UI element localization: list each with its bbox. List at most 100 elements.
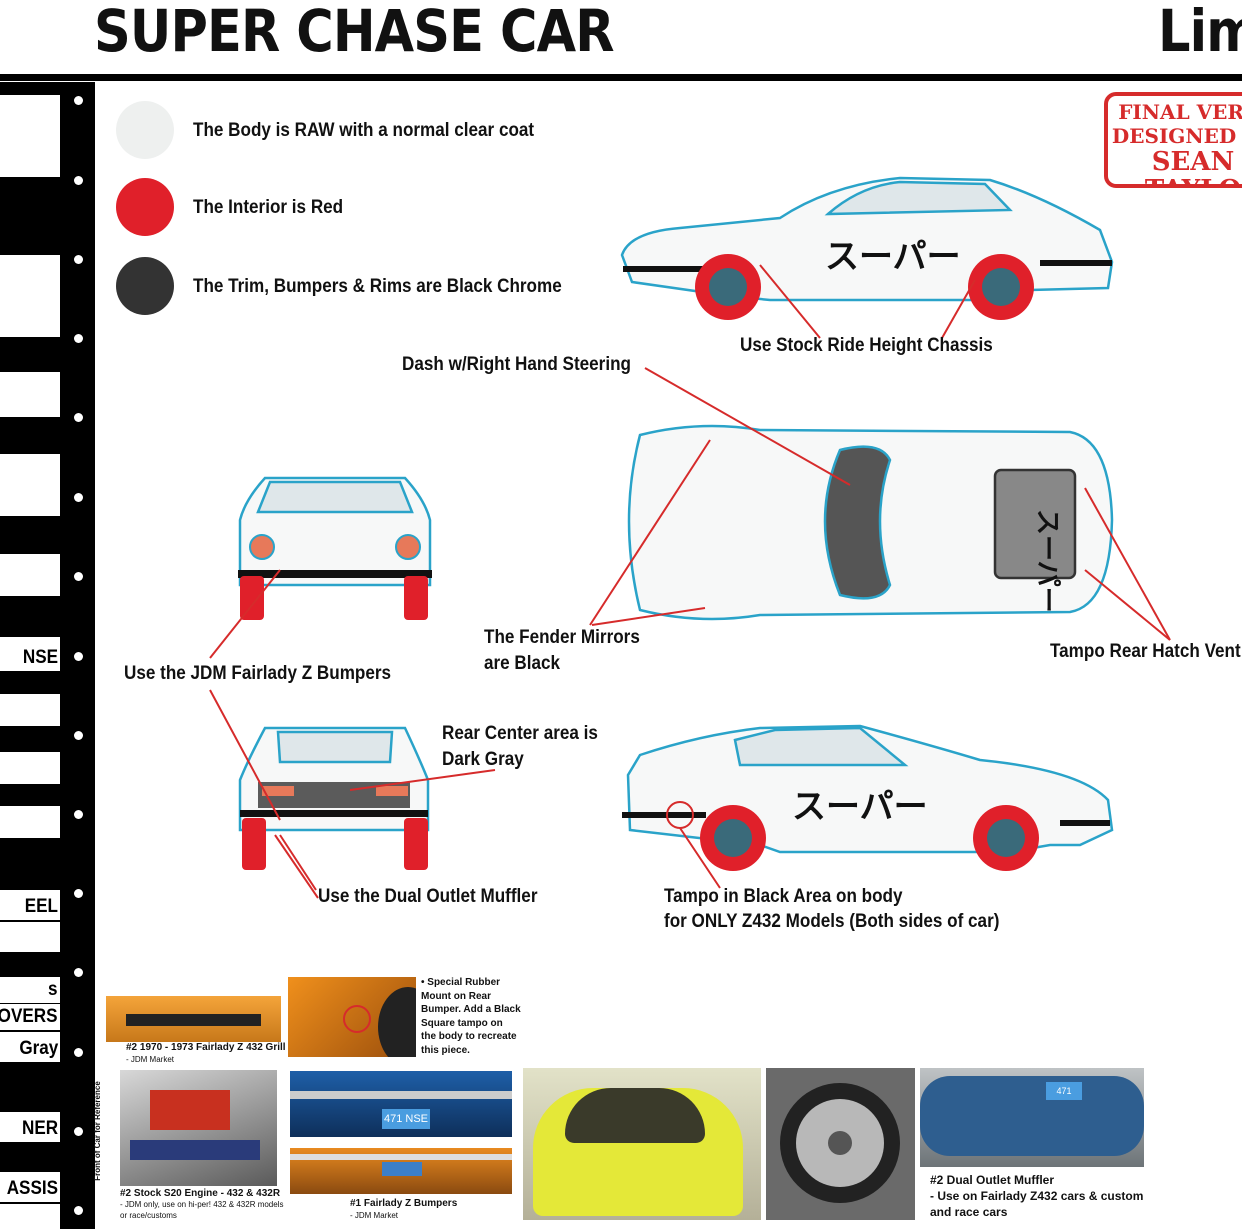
sidebar-item: EEL — [0, 890, 60, 920]
caption-engine-title: #2 Stock S20 Engine - 432 & 432R — [120, 1188, 281, 1199]
sidebar-box — [0, 694, 60, 726]
photo-front-plate: 471 NSE — [290, 1071, 512, 1137]
sidebar-box — [0, 454, 60, 516]
caption-muffler: #2 Dual Outlet Muffler - Use on Fairlady… — [930, 1172, 1143, 1220]
caption-rubber: • Special Rubber Mount on Rear Bumper. A… — [421, 976, 521, 1057]
swatch-body — [116, 101, 174, 159]
punch-hole — [74, 1127, 83, 1136]
caption-rubber-line: the body to recreate — [421, 1031, 517, 1042]
callout-lines — [209, 264, 1171, 899]
sidebar-box — [0, 372, 60, 417]
sidebar-box — [0, 752, 60, 784]
sidebar-label: Gray — [19, 1038, 58, 1059]
caption-grill-title: #2 1970 - 1973 Fairlady Z 432 Grill — [126, 1042, 286, 1053]
caption-engine-side: Front of Car for Reference — [92, 1081, 102, 1181]
final-version-stamp: FINAL VERSI DESIGNED BY SEAN TAYLO — [1104, 92, 1242, 188]
caption-rubber-line: Mount on Rear — [421, 990, 491, 1002]
header-rule — [0, 74, 1242, 81]
stamp-line: FINAL VERSI — [1118, 100, 1242, 124]
photo-dual-muffler: 471 NSE — [920, 1068, 1144, 1167]
stamp-line: SEAN TAYLO — [1145, 147, 1241, 184]
punch-hole — [74, 810, 83, 819]
side-katakana-top: スーパー — [825, 237, 961, 277]
punch-hole — [74, 413, 83, 422]
swatch-trim — [116, 257, 174, 315]
sidebar-box — [0, 1204, 60, 1232]
punch-hole — [74, 255, 83, 264]
caption-bumpers: #1 Fairlady Z Bumpers - JDM Market — [350, 1198, 457, 1222]
sidebar-label: s — [48, 979, 58, 1000]
callout-rear-line1: Rear Center area is — [442, 723, 598, 744]
photo-grill — [106, 996, 281, 1042]
sidebar-item: s — [0, 977, 60, 1003]
photo-yellow-car — [523, 1068, 761, 1220]
punch-hole — [74, 96, 83, 105]
callout-rear-line2: Dark Gray — [442, 749, 524, 770]
front-plate-text: 471 NSE — [382, 1109, 430, 1129]
punch-hole — [74, 889, 83, 898]
sidebar-box — [0, 922, 60, 952]
callout-dash: Dash w/Right Hand Steering — [402, 354, 631, 375]
callout-hatch: Tampo Rear Hatch Vent — [1050, 641, 1241, 662]
photo-wheel — [766, 1068, 915, 1220]
sidebar-item: NSE — [0, 637, 60, 671]
caption-grill-sub: - JDM Market — [126, 1055, 174, 1064]
caption-muffler-line: and race cars — [930, 1205, 1008, 1219]
caption-rubber-line: Square tampo on — [421, 1017, 503, 1029]
rear-plate-text: 471 NSE — [1046, 1082, 1082, 1100]
swatch-interior — [116, 178, 174, 236]
caption-bumpers-sub: - JDM Market — [350, 1211, 398, 1220]
page-title: SUPER CHASE CAR — [94, 0, 615, 65]
stamp-line: DESIGNED BY — [1111, 124, 1242, 148]
sidebar-box — [0, 806, 60, 838]
legend-body-text: The Body is RAW with a normal clear coat — [193, 120, 535, 141]
punch-hole — [74, 334, 83, 343]
sidebar-box — [0, 554, 60, 596]
punch-hole — [74, 968, 83, 977]
sidebar-item: NER — [0, 1112, 60, 1142]
car-front-view — [238, 476, 432, 587]
caption-rubber-line: • Special Rubber — [421, 977, 501, 988]
punch-hole — [74, 572, 83, 581]
callout-mirrors-line1: The Fender Mirrors — [484, 627, 640, 648]
callout-muffler: Use the Dual Outlet Muffler — [318, 886, 538, 907]
sidebar-box — [0, 255, 60, 337]
sidebar-item: ASSIS — [0, 1172, 60, 1202]
caption-rubber-line: Bumper. Add a Black — [421, 1004, 521, 1015]
punch-hole — [74, 176, 83, 185]
caption-muffler-line: - Use on Fairlady Z432 cars & custom — [930, 1189, 1144, 1203]
punch-hole — [74, 652, 83, 661]
top-katakana: スーパー — [1032, 509, 1062, 613]
photo-rear-bumper — [290, 1148, 512, 1194]
callout-tampo-line2: for ONLY Z432 Models (Both sides of car) — [664, 911, 1000, 932]
punch-hole — [74, 1048, 83, 1057]
caption-grill: #2 1970 - 1973 Fairlady Z 432 Grill - JD… — [126, 1042, 286, 1066]
sidebar-label: ASSIS — [6, 1178, 58, 1199]
caption-engine-sub: or race/customs — [120, 1211, 177, 1220]
sidebar-item: OVERS — [0, 1004, 60, 1030]
punch-hole — [74, 731, 83, 740]
caption-bumpers-title: #1 Fairlady Z Bumpers — [350, 1198, 458, 1209]
sidebar-label: NER — [21, 1118, 58, 1139]
callout-bumpers: Use the JDM Fairlady Z Bumpers — [124, 663, 392, 684]
photo-rubber-mount — [288, 977, 416, 1057]
car-top-view — [627, 424, 1114, 621]
page-title-right: Lim — [1158, 0, 1242, 65]
punch-hole — [74, 493, 83, 502]
side-katakana-bottom: スーパー — [792, 787, 928, 827]
callout-mirrors-line2: are Black — [484, 653, 561, 674]
caption-engine-sub: - JDM only, use on hi-per! 432 & 432R mo… — [120, 1200, 284, 1209]
caption-rubber-line: this piece. — [421, 1044, 470, 1056]
legend-interior-text: The Interior is Red — [193, 197, 344, 218]
sidebar-label: NSE — [22, 647, 58, 668]
sidebar-item: Gray — [0, 1032, 60, 1062]
sidebar-label: EEL — [24, 896, 58, 917]
punch-hole — [74, 1206, 83, 1215]
sidebar-box — [0, 95, 60, 177]
caption-engine: #2 Stock S20 Engine - 432 & 432R - JDM o… — [120, 1188, 283, 1221]
callout-tampo-line1: Tampo in Black Area on body — [664, 886, 903, 907]
legend-trim-text: The Trim, Bumpers & Rims are Black Chrom… — [193, 276, 562, 297]
photo-engine — [120, 1070, 277, 1186]
sidebar-label: OVERS — [0, 1006, 58, 1027]
